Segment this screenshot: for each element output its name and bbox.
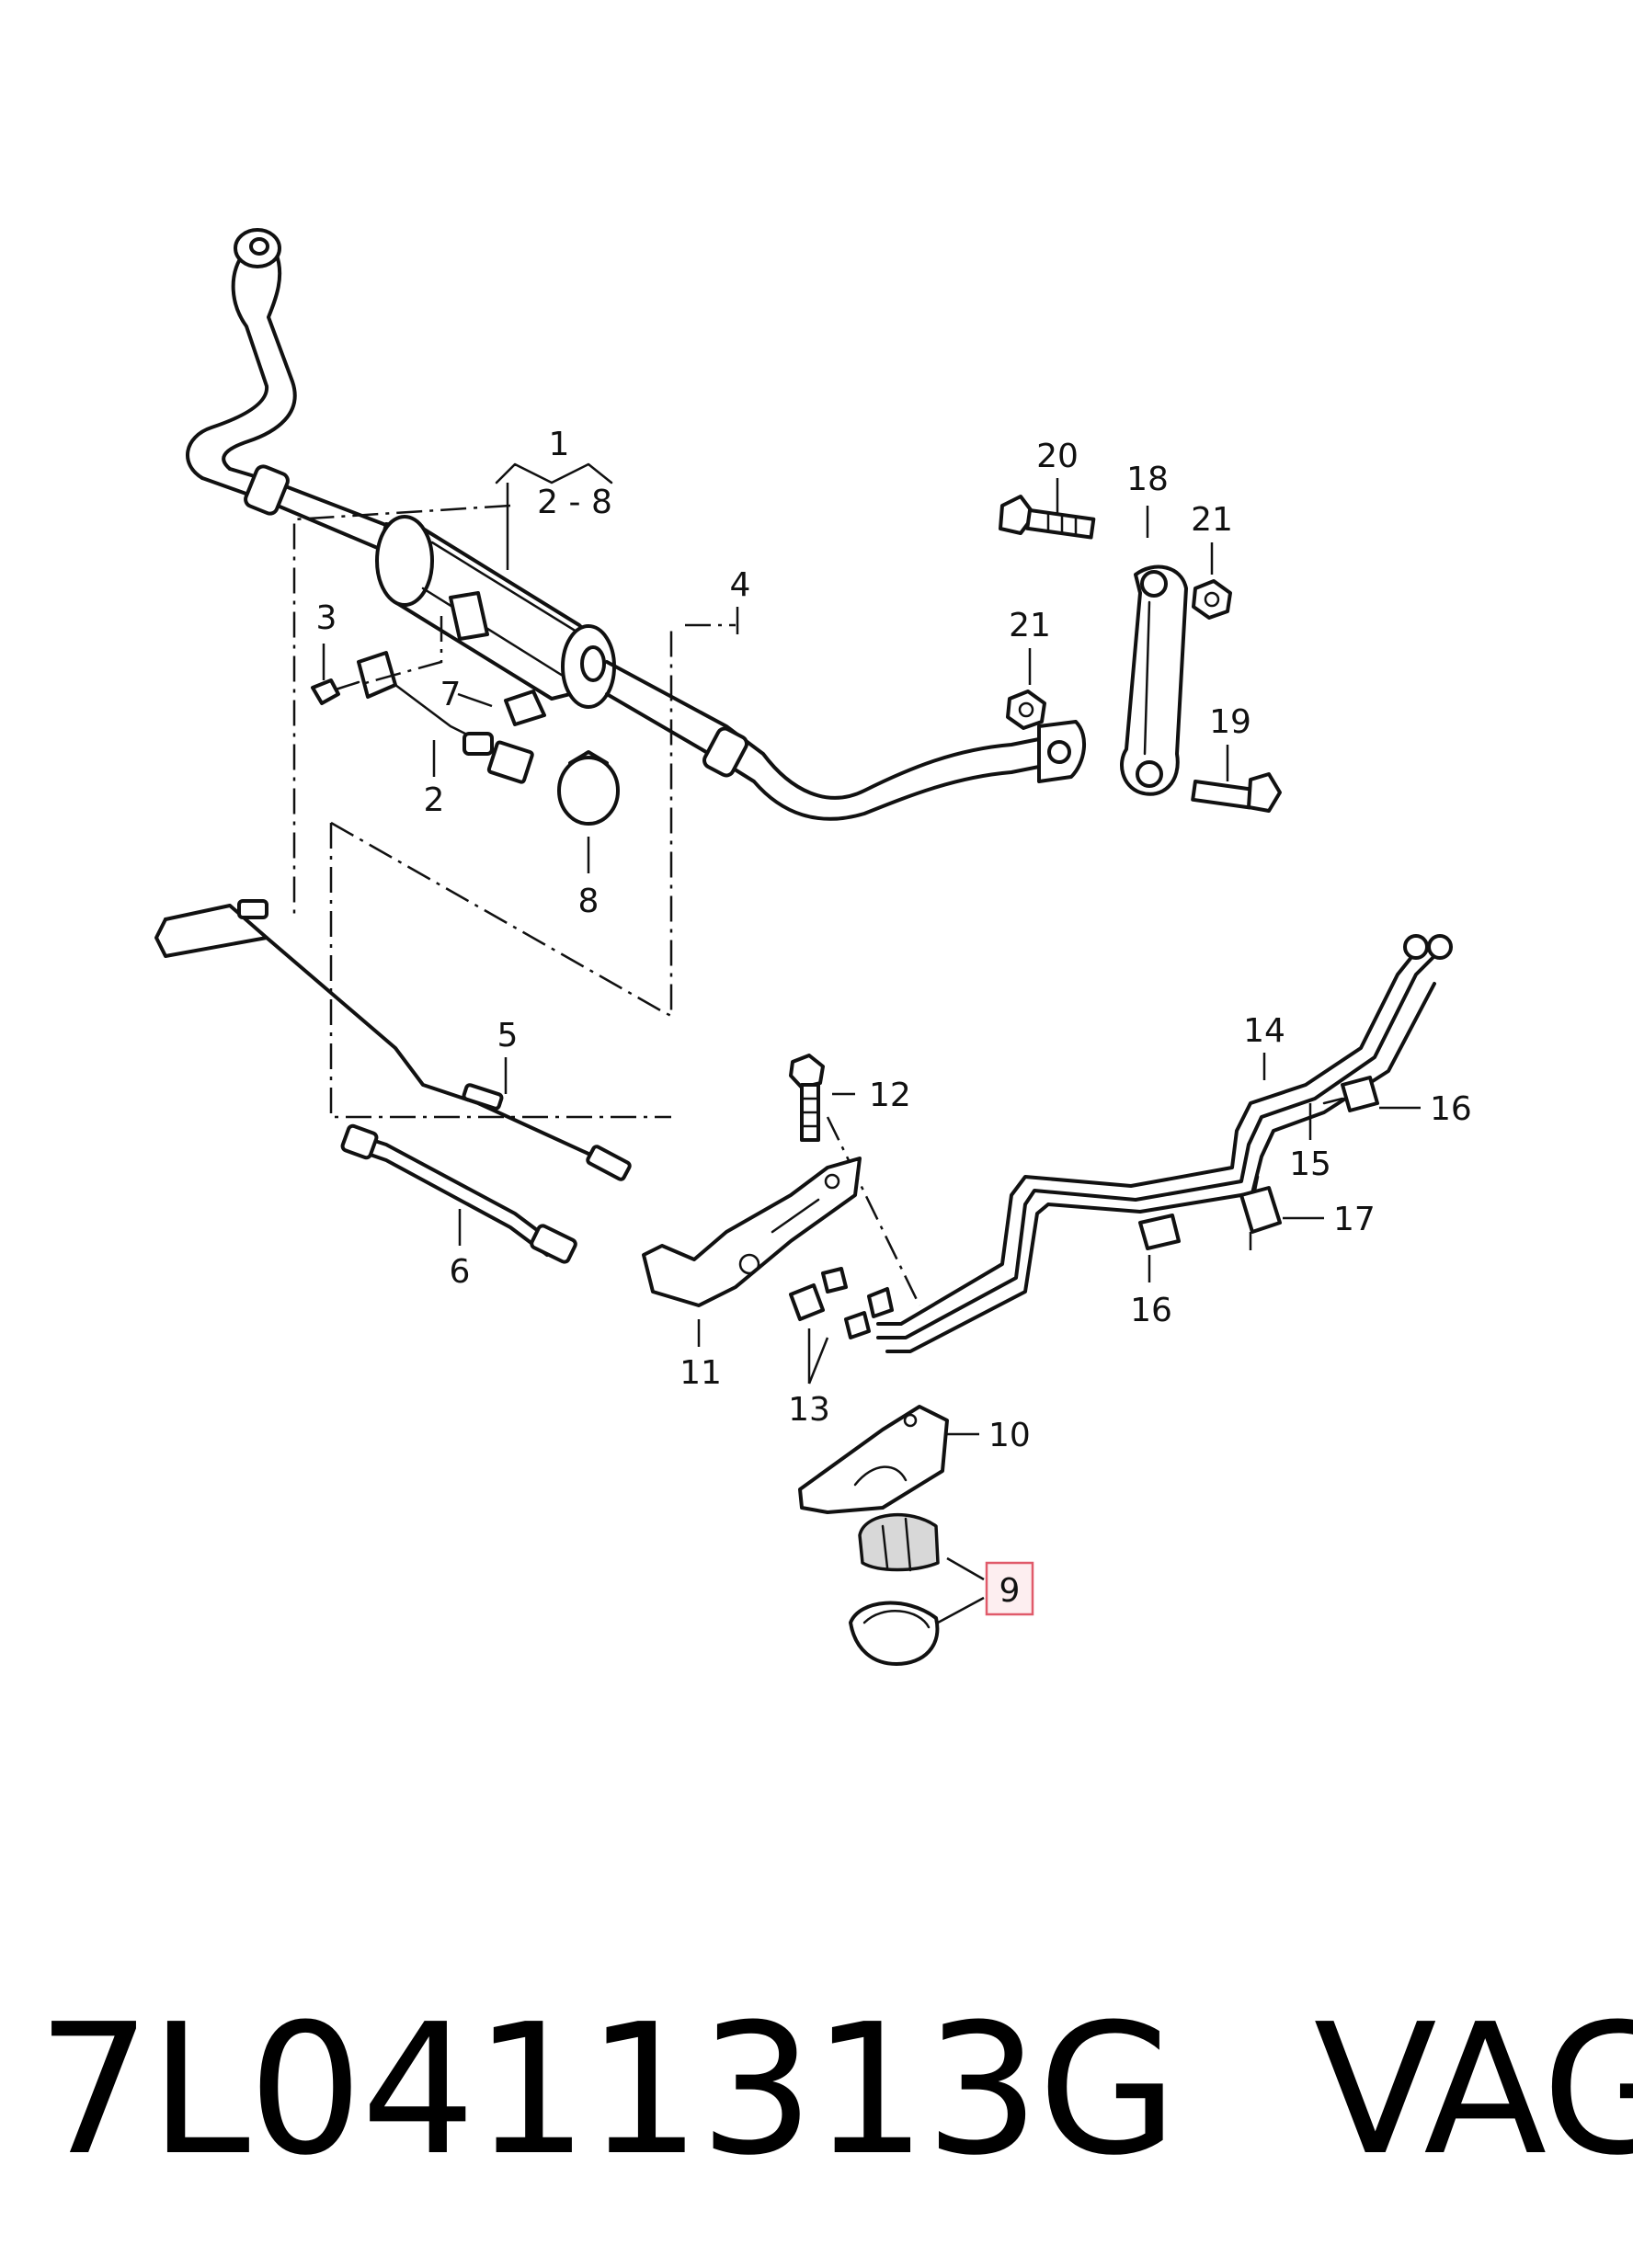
leader-lines (322, 462, 1421, 1624)
bolt-19 (1191, 772, 1282, 813)
callout-6: 6 (450, 1253, 471, 1291)
callout-15: 15 (1289, 1145, 1331, 1183)
clip-16-lower (1138, 1214, 1181, 1250)
callout-16-lower: 16 (1130, 1292, 1172, 1329)
hose-clamp-8 (557, 750, 620, 826)
bracket-11 (642, 1157, 862, 1307)
callout-4: 4 (730, 566, 751, 604)
callout-21-bottom: 21 (1009, 607, 1051, 644)
sensor-cable-2 (394, 683, 534, 784)
rubber-bushing-9 (849, 1513, 940, 1666)
callouts: 1 2 - 8 3 2 7 8 4 5 6 12 11 13 10 9 14 1… (316, 426, 1472, 1616)
callout-2-8: 2 - 8 (537, 484, 612, 521)
clip-16-right (1322, 1076, 1379, 1112)
clip-17 (1239, 1175, 1282, 1234)
callout-9-highlight[interactable]: 9 (985, 1561, 1034, 1616)
hydraulic-line-5 (154, 899, 632, 1181)
callout-14: 14 (1243, 1012, 1285, 1050)
callout-8: 8 (578, 883, 600, 920)
callout-17: 17 (1333, 1201, 1376, 1238)
part-number: 7L0411313G (37, 1986, 1178, 2195)
connection-lines (292, 504, 1252, 1306)
callout-11: 11 (679, 1354, 722, 1392)
callout-9: 9 (999, 1572, 1021, 1610)
callout-20: 20 (1036, 438, 1079, 475)
callout-1: 1 (549, 426, 570, 463)
nut-21-bottom (1006, 690, 1046, 730)
callout-10: 10 (988, 1417, 1031, 1454)
callout-13: 13 (788, 1391, 830, 1429)
connector-7 (504, 690, 546, 726)
callout-5: 5 (497, 1017, 519, 1054)
hydraulic-line-6 (340, 1123, 577, 1264)
bracket-10 (798, 1405, 949, 1514)
callout-2: 2 (424, 781, 445, 819)
bolt-12 (789, 1054, 825, 1142)
callout-12: 12 (869, 1077, 911, 1114)
nut-21-top (1192, 579, 1232, 620)
callout-18: 18 (1126, 461, 1169, 498)
bolt-20 (999, 495, 1096, 540)
part-caption: 7L0411313G VAG (37, 1986, 1633, 2195)
callout-21-top: 21 (1191, 501, 1233, 539)
callout-19: 19 (1209, 703, 1251, 741)
stabilizer-bar (186, 228, 1087, 821)
pipes-14-15 (876, 934, 1453, 1353)
callout-16-right: 16 (1430, 1090, 1472, 1128)
callout-3: 3 (316, 599, 337, 637)
callout-7: 7 (440, 676, 462, 713)
brand-name: VAG (1313, 1986, 1633, 2195)
clips-13 (789, 1267, 894, 1339)
coupling-link (1120, 564, 1188, 796)
